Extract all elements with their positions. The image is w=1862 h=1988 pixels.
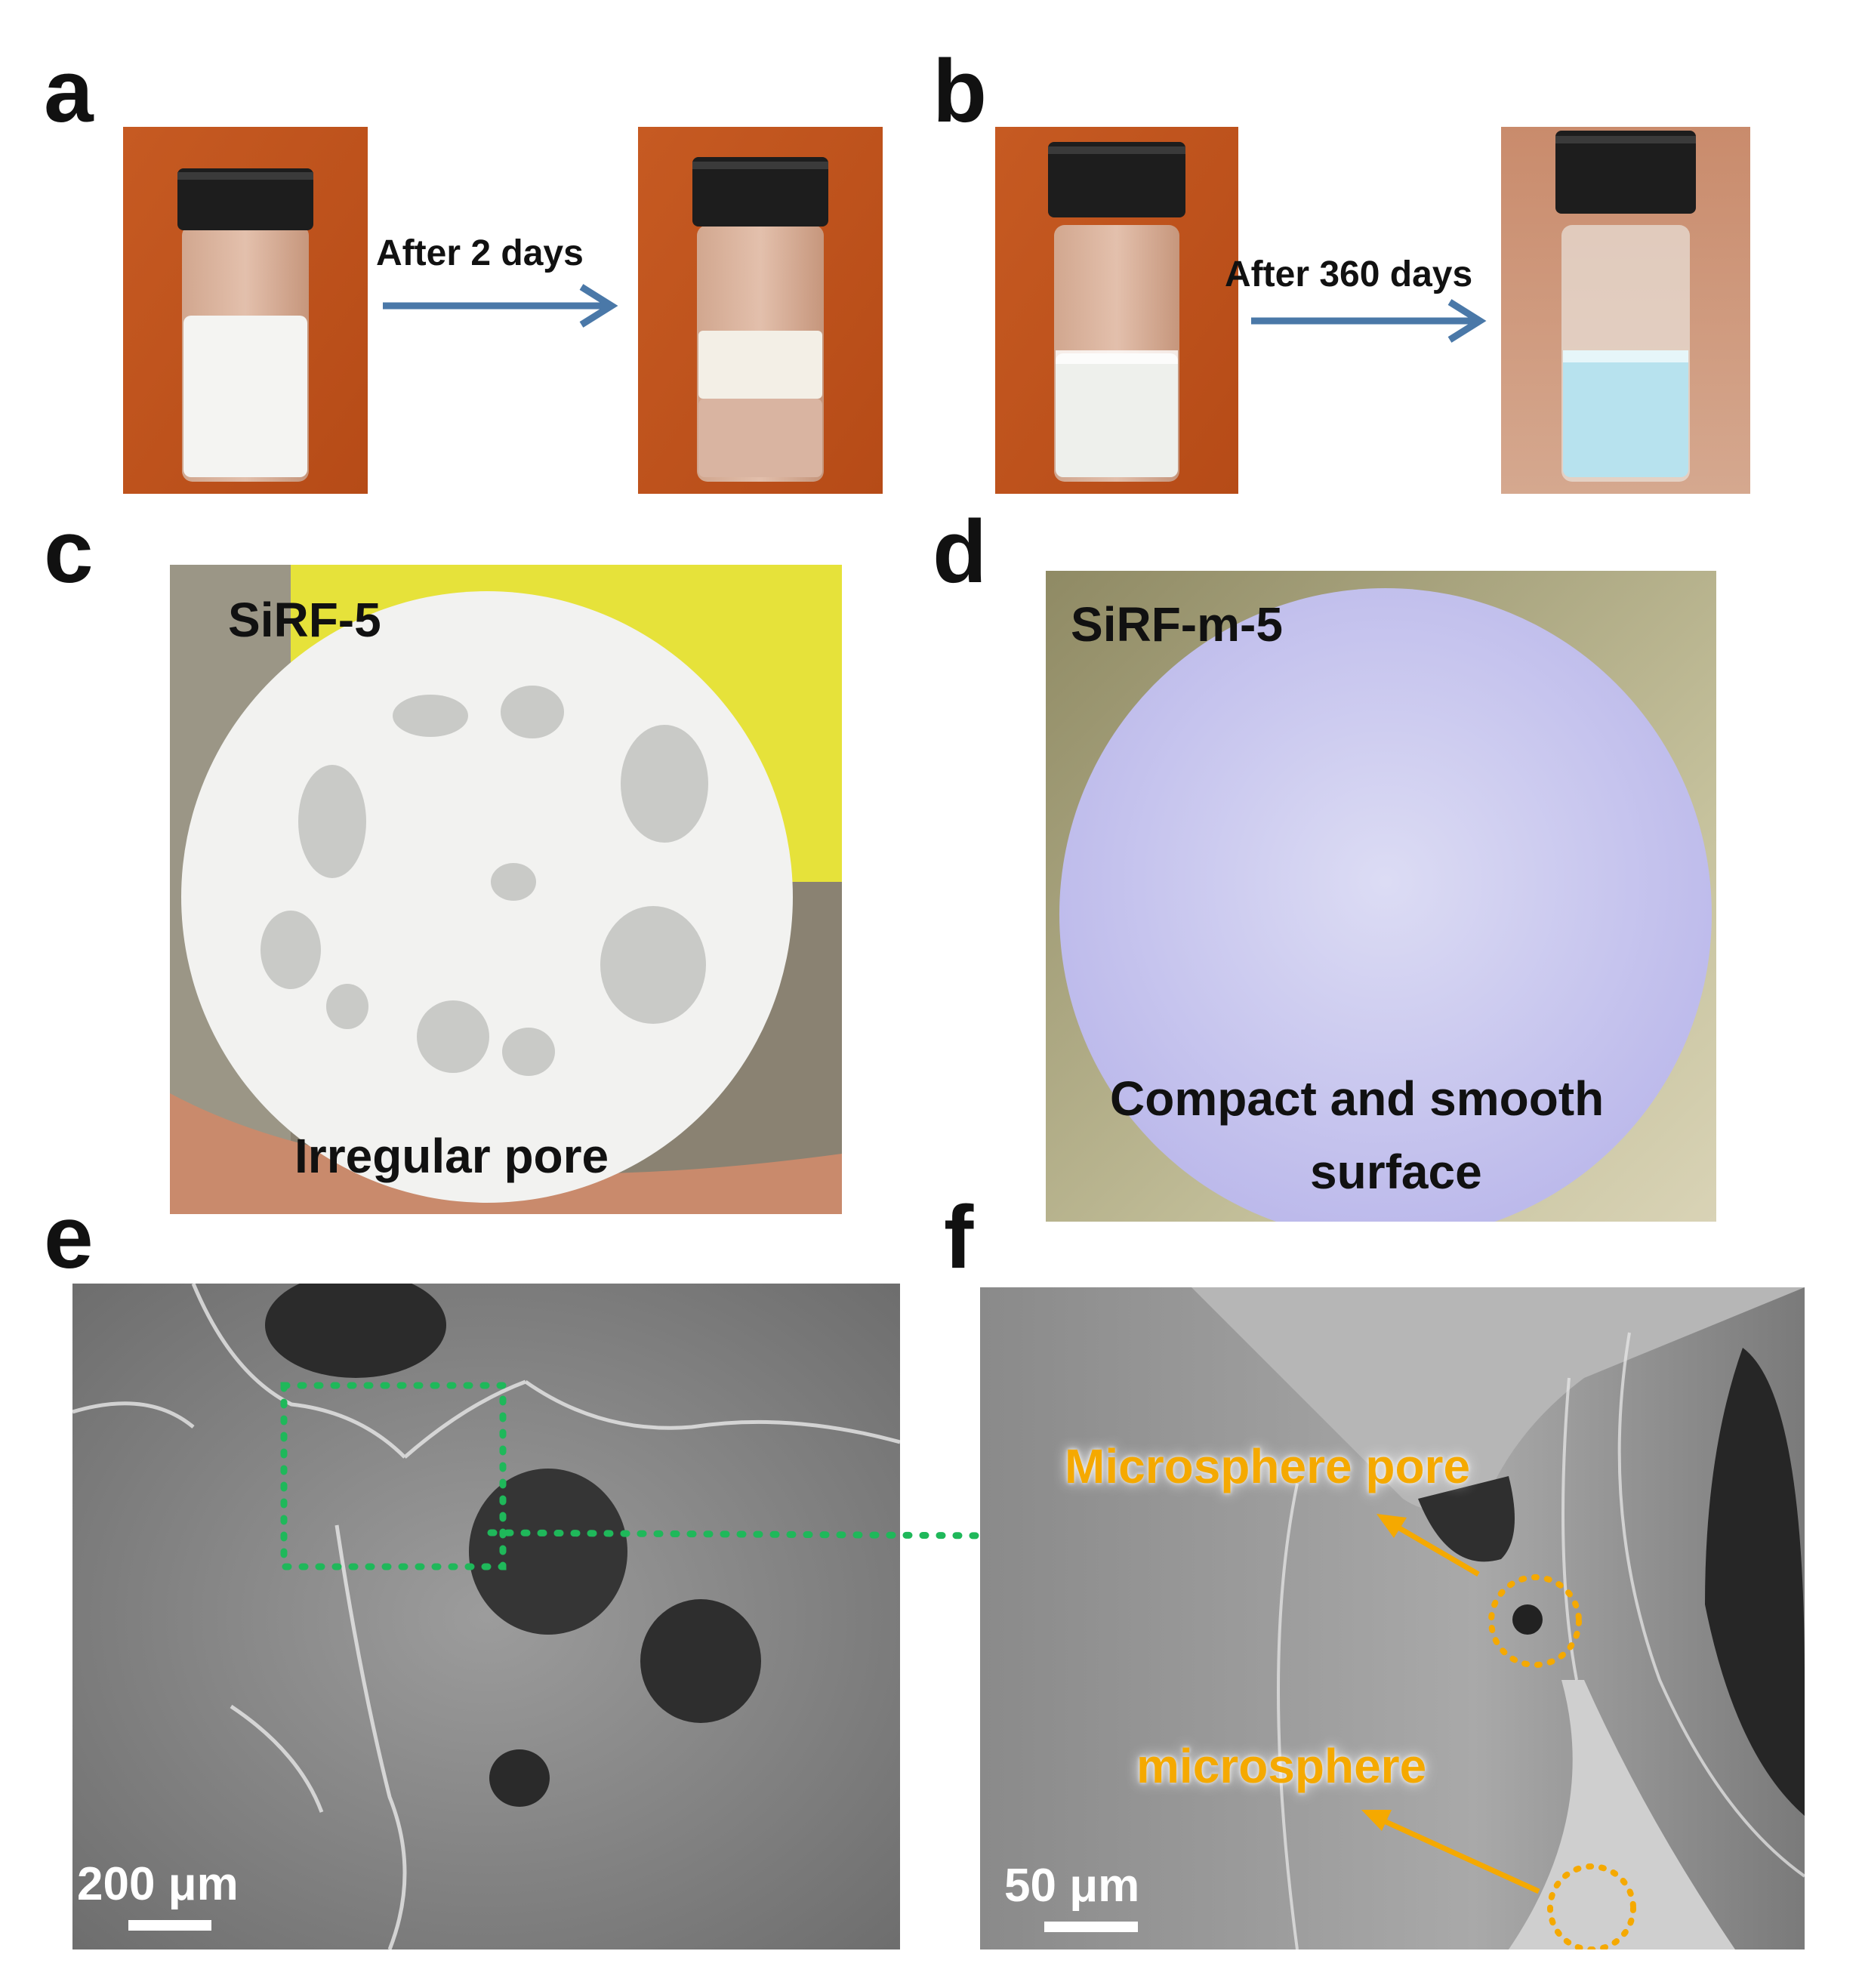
sample-label-sirf-m-5: SiRF-m-5 [1071, 597, 1283, 652]
arrow-label-a: After 2 days [376, 233, 584, 273]
panel-letter-f: f [944, 1188, 974, 1287]
foam-photo-sirf-m-5 [1046, 571, 1716, 1222]
scale-bar [128, 1920, 211, 1931]
panel-letter-d: d [933, 502, 988, 602]
arrow-right-icon [1251, 299, 1487, 343]
panel-letter-e: e [44, 1188, 94, 1287]
sem-image-zoomed [980, 1287, 1805, 1949]
arrow-right-icon [383, 284, 618, 328]
caption-surface: surface [1310, 1145, 1482, 1199]
annotation-microsphere: microsphere [1136, 1739, 1427, 1793]
scale-label-50um: 50 μm [1004, 1860, 1140, 1912]
caption-irregular-pore: Irregular pore [294, 1129, 609, 1183]
sample-label-sirf-5: SiRF-5 [228, 593, 381, 647]
scale-bar [1044, 1922, 1138, 1932]
annotation-microsphere-pore: Microsphere pore [1065, 1439, 1471, 1493]
panel-letter-a: a [44, 42, 94, 141]
zoom-connector-arrow-icon [487, 1518, 1057, 1555]
vial-photo-fresh [995, 127, 1238, 494]
vial-photo-after-360-days [1501, 127, 1750, 494]
vial-photo-after-2-days [638, 127, 883, 494]
caption-compact-smooth: Compact and smooth [1110, 1071, 1605, 1126]
arrow-label-b: After 360 days [1225, 254, 1473, 294]
panel-letter-c: c [44, 502, 94, 602]
vial-photo-before [123, 127, 368, 494]
sem-image-overview [72, 1284, 900, 1949]
panel-letter-b: b [933, 42, 988, 141]
scale-label-200um: 200 μm [77, 1858, 239, 1910]
foam-photo-sirf-5 [170, 565, 842, 1214]
